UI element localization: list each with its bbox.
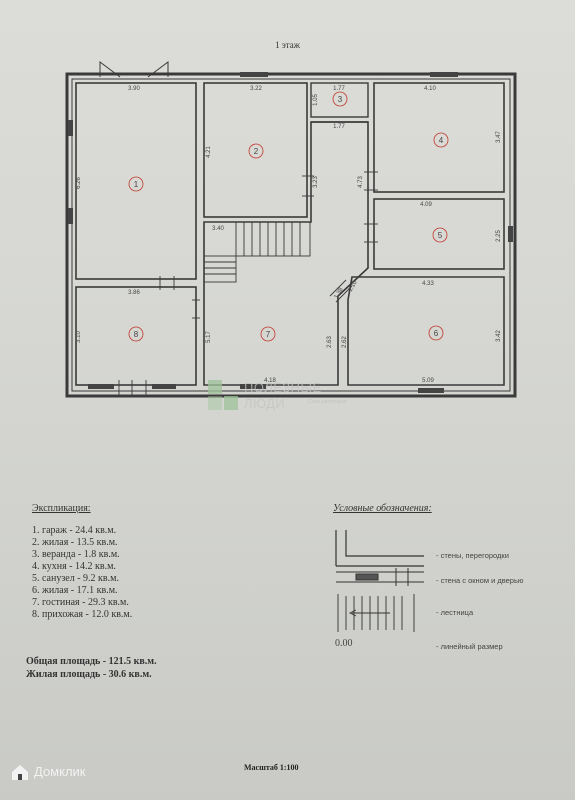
room-5-outline [373,198,505,270]
outer-wall [65,72,517,398]
room-6-outline [347,276,505,386]
room-number-6: 6 [434,329,439,338]
room-4-outline [373,82,505,193]
room-number-8: 8 [134,330,139,339]
dimension-label: 6.26 [76,177,82,189]
dimension-label: 2.62 [342,336,348,348]
legend-stairs-symbol [337,594,415,632]
legend-window-door-symbol [336,568,424,586]
window [68,208,73,224]
dimension-label: 5.17 [206,331,212,343]
room-number-3: 3 [338,95,343,104]
legend-symbols [335,530,424,632]
dimension-label: 4.73 [358,176,364,188]
watermark-logo-icon [208,396,222,410]
window [88,384,114,389]
floor-title: 1 этаж [275,40,300,50]
watermark-line3: Союз риэлторов [308,399,346,405]
watermark: ПОЛЕЗНЫЕ ЛЮДИ Союз риэлторов [208,380,368,414]
room-8-outline [75,286,197,386]
staircase [203,221,311,283]
explication-item: 6. жилая - 17.1 кв.м. [32,585,118,596]
watermark-logo-icon [208,380,222,394]
dimension-label: 5.09 [422,378,434,384]
dimension-label: 1.38 [334,286,345,300]
room-number-1: 1 [134,180,139,189]
dimension-label: 4.09 [420,202,432,208]
watermark-line2: ЛЮДИ [244,396,286,411]
dimension-label: 1.05 [313,94,319,106]
explication-item: 1. гараж - 24.4 кв.м. [32,525,117,536]
explication-item: 5. санузел - 9.2 кв.м. [32,573,119,584]
dimension-label: 1.77 [333,124,345,130]
dimension-label: 1.10 [348,279,359,293]
total-area: Общая площадь - 121.5 кв.м. [26,656,157,667]
legend-stairs-label: - лестница [436,608,474,617]
window [240,384,266,389]
dimension-label: 3.10 [76,331,82,343]
dimension-label: 4.18 [264,378,276,384]
brand-name: Домклик [34,764,86,779]
room-3-outline [310,82,369,118]
explication-list: 1. гараж - 24.4 кв.м. 2. жилая - 13.5 кв… [32,525,132,621]
dimension-label: 4.21 [206,146,212,158]
window [430,72,458,77]
room-number-4: 4 [439,136,444,145]
window [508,226,513,242]
explication-item: 2. жилая - 13.5 кв.м. [32,537,118,548]
explication-item: 4. кухня - 14.2 кв.м. [32,561,116,572]
explication-title: Экспликация: [32,503,91,514]
dimension-label: 3.22 [250,86,262,92]
scale-label: Масштаб 1:100 [244,763,299,772]
room-2-outline [203,82,308,218]
dimension-label: 1.77 [333,86,345,92]
dimension-label: 3.86 [128,290,140,296]
legend-zero-mark: 0.00 [335,638,353,649]
dimension-label: 2.25 [496,230,502,242]
room-number-5: 5 [438,231,443,240]
explication-item: 8. прихожая - 12.0 кв.м. [32,609,133,620]
watermark-logo-icon [224,396,238,410]
legend-walls-label: - стены, перегородки [436,551,509,560]
watermark-line1: ПОЛЕЗНЫЕ [244,380,322,395]
entrance-door [99,61,169,78]
explication-item: 3. веранда - 1.8 кв.м. [32,549,120,560]
dimension-label: 3.90 [128,86,140,92]
legend-wall-symbol [335,530,424,567]
room-number-2: 2 [254,147,259,156]
dimension-label: 4.33 [422,281,434,287]
dimension-label: 2.63 [327,336,333,348]
window [418,388,444,393]
dimension-label: 4.10 [424,86,436,92]
dimension-label: 3.23 [313,176,319,188]
window [240,72,268,77]
window [152,384,176,389]
window [68,120,73,136]
dimension-label: 3.40 [212,226,224,232]
legend-title: Условные обозначения: [333,503,432,514]
room-number-7: 7 [266,330,271,339]
legend-dimension-label: - линейный размер [436,642,503,651]
explication-item: 7. гостиная - 29.3 кв.м. [32,597,129,608]
room-1-outline [75,82,197,280]
dimension-label: 3.47 [496,131,502,143]
house-icon [12,765,28,780]
dimension-label: 3.42 [496,330,502,342]
living-area: Жилая площадь - 30.6 кв.м. [26,669,152,680]
legend-window-door-label: - стена с окном и дверью [436,576,524,585]
